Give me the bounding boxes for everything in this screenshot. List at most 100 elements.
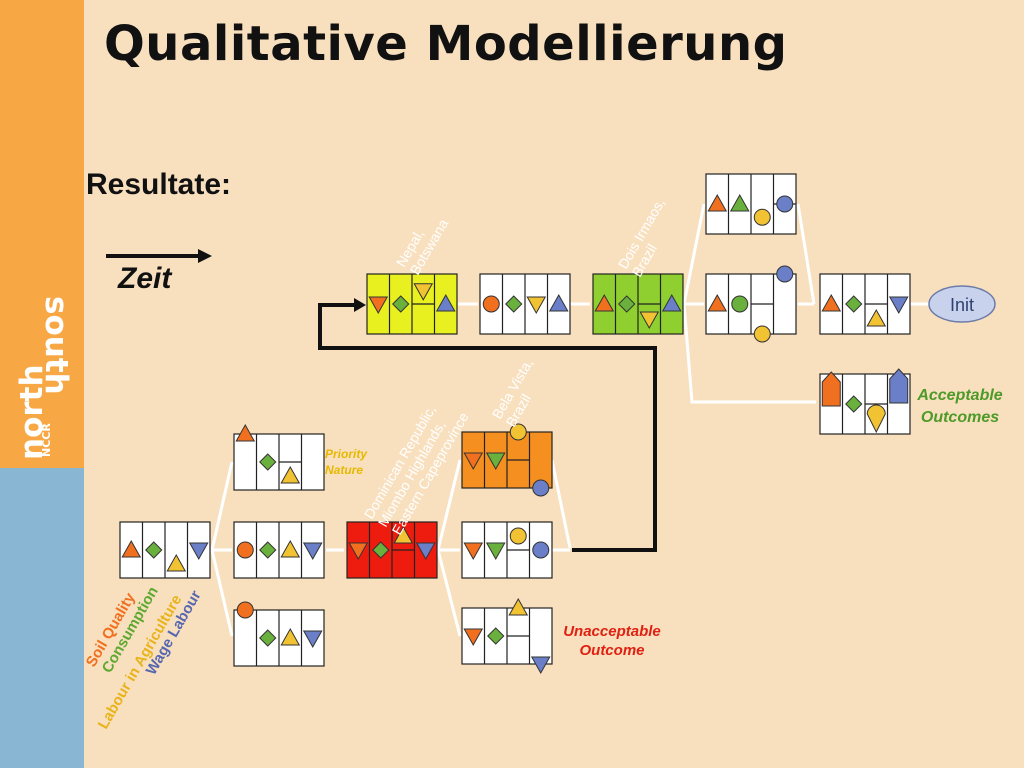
box-white-top-shape-3 <box>548 293 569 312</box>
connector-line <box>682 203 706 305</box>
box-pre-init <box>819 273 911 335</box>
box-branch-low-shape-3 <box>302 630 323 649</box>
box-mid-upper <box>705 265 797 343</box>
sidebar-blue-band <box>0 468 84 768</box>
box-orange-shape-2 <box>509 423 527 441</box>
results-heading: Resultate: <box>86 168 232 201</box>
region-label-dominican-miombo: Dominican Republic,Miombo Highlands,East… <box>361 402 472 537</box>
box-branch-top-shape-2 <box>280 465 301 484</box>
box-top-right-shape-1 <box>729 193 750 212</box>
box-red-shape-2 <box>393 525 414 544</box>
connectors <box>210 203 930 637</box>
box-acceptable-shape-3 <box>889 368 909 404</box>
box-unacceptable-shape-2 <box>508 597 529 616</box>
page-title: Qualitative Modellierung <box>104 16 788 72</box>
box-white-top-shape-2 <box>526 296 547 315</box>
box-start-shape-0 <box>121 539 142 558</box>
box-pre-init-shape-1 <box>845 295 863 313</box>
box-red-shape-1 <box>372 541 390 559</box>
state-boxes: Init <box>119 173 996 675</box>
connector-line <box>210 549 234 637</box>
box-pre-init-shape-2 <box>866 308 887 327</box>
priority-nature-label-line-0: Priority <box>325 447 368 461</box>
connector-line <box>550 459 572 549</box>
box-branch-top-shape-1 <box>259 453 277 471</box>
box-green-shape-0 <box>594 293 615 312</box>
box-top-right-shape-2 <box>753 208 771 226</box>
box-yellow-shape-0 <box>368 296 389 315</box>
box-red-shape-3 <box>415 542 436 561</box>
box-start-shape-1 <box>145 541 163 559</box>
box-branch-low-shape-0 <box>236 601 254 619</box>
box-branch-mid-shape-2 <box>280 539 301 558</box>
box-unacceptable-shape-1 <box>487 627 505 645</box>
box-white-top-shape-0 <box>482 295 500 313</box>
unacceptable-outcome-label-line-1: Outcome <box>579 642 644 659</box>
box-green-shape-1 <box>618 295 636 313</box>
box-start-shape-2 <box>166 553 187 572</box>
box-yellow-shape-1 <box>392 295 410 313</box>
box-mid-upper-shape-1 <box>731 295 749 313</box>
box-orange-shape-3 <box>532 479 550 497</box>
box-branch-low <box>233 601 325 667</box>
box-branch-top <box>233 423 325 491</box>
box-acceptable-shape-1 <box>845 395 863 413</box>
box-pre-init-shape-0 <box>821 293 842 312</box>
box-mid-upper-shape-0 <box>707 293 728 312</box>
box-red-shape-0 <box>348 542 369 561</box>
box-yellow-shape-3 <box>435 293 456 312</box>
box-start <box>119 521 211 579</box>
box-branch-low-shape-2 <box>280 627 301 646</box>
box-unacceptable-shape-0 <box>463 628 484 647</box>
box-red <box>346 521 438 579</box>
box-white-top <box>479 273 571 335</box>
box-mid-upper-shape-3 <box>776 265 794 283</box>
box-top-right <box>705 173 797 235</box>
box-branch-low-shape-1 <box>259 629 277 647</box>
box-top-right-shape-3 <box>776 195 794 213</box>
init-node: Init <box>928 285 996 323</box>
acceptable-outcomes-label-line-1: Outcomes <box>921 409 999 426</box>
box-mid-right <box>461 521 553 579</box>
box-mid-right-shape-3 <box>532 541 550 559</box>
region-label-bela-vista: Bela Vista,Brazil <box>489 356 536 430</box>
unacceptable-outcome-label-line-0: Unacceptable <box>563 623 661 640</box>
acceptable-outcomes-label-line-0: Acceptable <box>916 387 1002 404</box>
priority-nature-label-line-1: Nature <box>325 463 363 477</box>
box-unacceptable <box>461 597 553 675</box>
connector-line <box>210 461 234 551</box>
nccr-north-south-logo: north south NCCR <box>14 296 74 460</box>
box-branch-mid-shape-3 <box>302 542 323 561</box>
time-label: Zeit <box>118 262 172 295</box>
feedback-loop-line <box>318 298 657 552</box>
box-yellow-shape-2 <box>413 283 434 301</box>
box-branch-mid-shape-0 <box>236 541 254 559</box>
box-branch-top-shape-0 <box>235 423 256 442</box>
region-label-nepal-botswana: Nepal,Botswana <box>393 216 452 277</box>
box-unacceptable-shape-3 <box>530 656 551 675</box>
box-green-shape-2 <box>639 311 660 330</box>
box-branch-mid-shape-1 <box>259 541 277 559</box>
box-mid-right-shape-2 <box>509 527 527 545</box>
box-branch-mid <box>233 521 325 579</box>
init-label: Init <box>950 295 974 315</box>
box-pre-init-shape-3 <box>888 296 909 315</box>
box-top-right-shape-0 <box>707 193 728 212</box>
connector-line <box>682 303 816 404</box>
box-green <box>592 273 684 335</box>
box-start-shape-3 <box>188 542 209 561</box>
logo-north-text: north <box>14 364 50 460</box>
box-mid-right-shape-0 <box>463 542 484 561</box>
box-acceptable-shape-2 <box>866 404 886 434</box>
box-orange <box>461 423 553 497</box>
box-yellow <box>366 273 458 335</box>
logo-nccr-text: NCCR <box>40 423 53 457</box>
time-arrow <box>106 249 212 263</box>
connector-line <box>436 459 462 551</box>
box-acceptable <box>819 368 911 435</box>
